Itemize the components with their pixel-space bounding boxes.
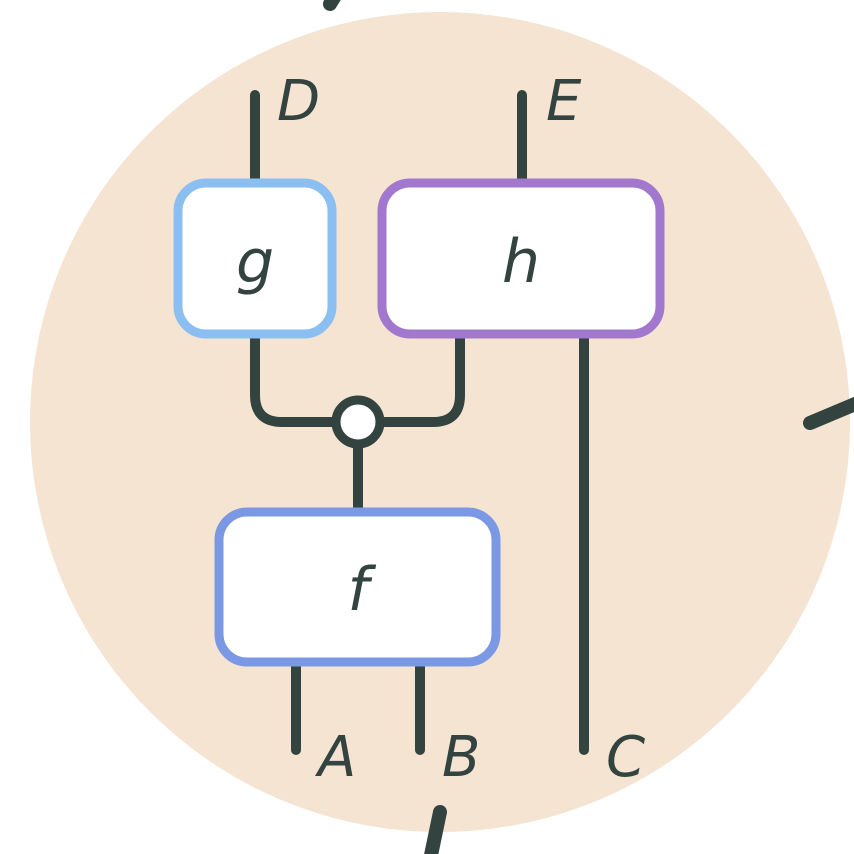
right-tick-mark (803, 396, 854, 430)
box-f (214, 507, 501, 667)
bottom-tick-mark (424, 805, 447, 854)
wire-label-e: E (546, 69, 582, 134)
wire-label-a: A (315, 725, 356, 790)
wire-g-to-node (250, 333, 363, 427)
box-g-label: g (236, 227, 274, 297)
box-h (377, 178, 665, 339)
merge-node (331, 395, 385, 449)
wire-label-b: B (442, 725, 480, 790)
top-tick-mark (323, 0, 341, 11)
box-h-label: h (502, 227, 540, 297)
wire-label-c: C (606, 725, 645, 790)
box-g (173, 178, 337, 339)
wire-label-d: D (277, 69, 320, 134)
wire-h-to-node (353, 333, 465, 427)
